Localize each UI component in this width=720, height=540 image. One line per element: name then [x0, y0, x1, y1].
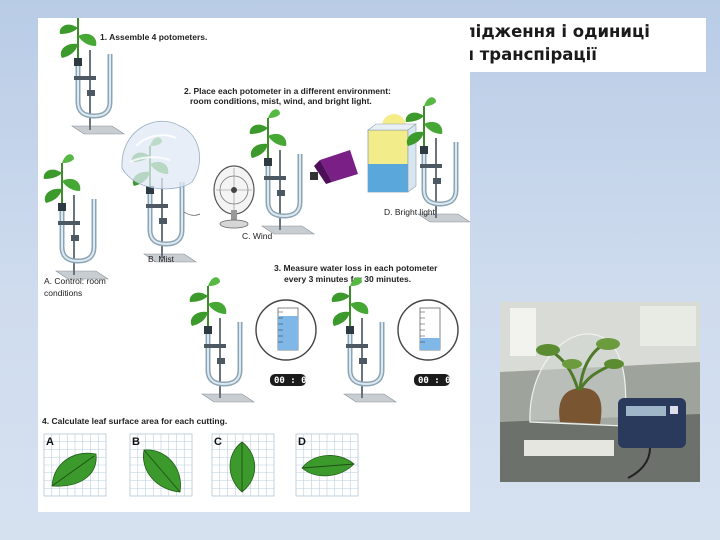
- leaf-label-d: D: [298, 436, 306, 448]
- step-1-label: 1. Assemble 4 potometers.: [100, 32, 207, 42]
- potometer-diagram: 1. Assemble 4 potometers. 2. Place each …: [38, 18, 470, 512]
- leaf-card-c: C: [211, 433, 275, 497]
- leaf-label-c: C: [214, 436, 222, 448]
- timer-left-text: 00 : 00: [274, 376, 312, 386]
- step-3-label-line2: every 3 minutes for 30 minutes.: [284, 274, 411, 284]
- timer-left: [270, 374, 306, 386]
- mist-bag-icon: [121, 121, 200, 190]
- step-2-label-line2: room conditions, mist, wind, and bright …: [190, 96, 372, 106]
- step-4-label: 4. Calculate leaf surface area for each …: [42, 416, 227, 426]
- potometer-measure-right: [330, 276, 396, 402]
- potometer-measure-left: [188, 276, 254, 402]
- potometer-wind: [248, 108, 314, 234]
- timer-right-text: 00 : 00: [418, 376, 456, 386]
- leaf-label-b: B: [132, 436, 140, 448]
- leaf-card-d: D: [295, 433, 359, 497]
- potometer-control: [42, 153, 108, 279]
- label-light: D. Bright light: [384, 207, 436, 217]
- potometer-mist: [121, 121, 201, 262]
- lamp-icon: [310, 150, 358, 184]
- label-mist: B. Mist: [148, 254, 175, 264]
- experiment-photo: [500, 302, 700, 482]
- graduated-cylinder-icon: [255, 299, 317, 361]
- step-2-label-line1: 2. Place each potometer in a different e…: [184, 86, 391, 96]
- leaf-card-a: A: [43, 433, 107, 497]
- label-wind: C. Wind: [242, 231, 273, 241]
- leaf-label-a: A: [46, 436, 54, 448]
- light-water-tank: [367, 114, 417, 193]
- step-3-label-line1: 3. Measure water loss in each potometer: [274, 263, 438, 273]
- leaf-card-b: B: [129, 433, 193, 497]
- data-logger-device: [618, 398, 686, 479]
- timer-right: [414, 374, 450, 386]
- label-control-line1: A. Control: room: [44, 276, 106, 286]
- label-control-line2: conditions: [44, 288, 82, 298]
- fan-icon: [213, 165, 255, 229]
- graduated-cylinder-icon: [397, 299, 459, 361]
